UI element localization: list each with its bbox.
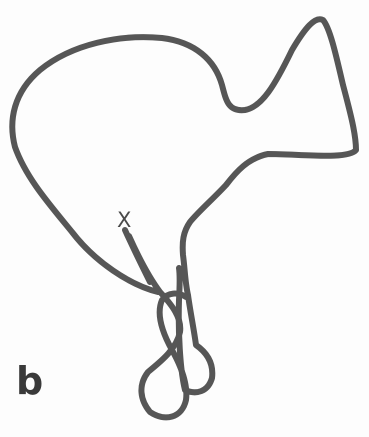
trace-crossing	[125, 230, 150, 282]
panel-label: b	[16, 362, 43, 400]
trace-outline	[12, 19, 356, 392]
start-marker: X	[117, 210, 131, 231]
